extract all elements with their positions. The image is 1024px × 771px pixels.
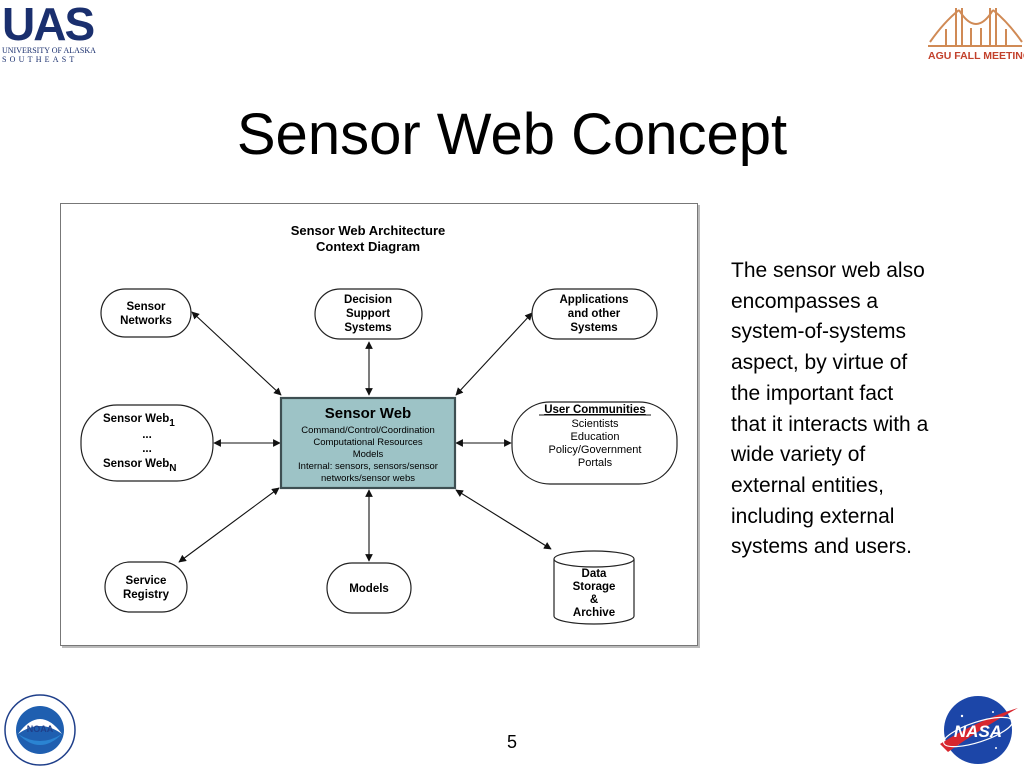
svg-text:and other: and other (568, 308, 621, 320)
side-text-line: aspect, by virtue of (731, 351, 908, 375)
node-applications: Applications and other Systems (531, 288, 658, 340)
noaa-seal-icon: NOAA (4, 694, 76, 766)
side-text-line: The sensor web also (731, 259, 925, 282)
svg-text:Systems: Systems (570, 322, 617, 334)
svg-text:Models: Models (349, 583, 389, 595)
svg-text:Networks: Networks (120, 315, 172, 327)
svg-text:Registry: Registry (123, 589, 170, 601)
diagram-connectors (178, 311, 552, 563)
svg-text:Scientists: Scientists (571, 418, 619, 430)
svg-text:Command/Control/Coordination: Command/Control/Coordination (301, 425, 435, 436)
svg-text:...: ... (142, 429, 152, 441)
uas-logo-line2: SOUTHEAST (2, 55, 78, 64)
svg-text:Systems: Systems (344, 322, 391, 334)
svg-text:Policy/Government: Policy/Government (549, 444, 642, 456)
node-user-communities: User Communities Scientists Education Po… (511, 401, 678, 485)
uas-logo-mark: UAS (2, 0, 95, 50)
page-number: 5 (506, 732, 517, 752)
side-description: The sensor web also encompasses a system… (731, 256, 991, 563)
side-text-line: that it interacts with a (731, 412, 929, 436)
svg-text:Data: Data (582, 568, 608, 580)
svg-text:Support: Support (346, 308, 390, 320)
svg-text:User Communities: User Communities (544, 404, 646, 416)
bridge-icon (928, 8, 1023, 47)
svg-text:&: & (590, 594, 598, 606)
svg-text:Sensor WebN: Sensor WebN (103, 458, 176, 474)
node-sensor-networks: Sensor Networks (100, 288, 192, 338)
svg-text:...: ... (142, 443, 152, 455)
node-sensor-web-list: Sensor Web1 ... ... Sensor WebN (80, 404, 214, 482)
svg-text:Sensor Web1: Sensor Web1 (103, 413, 175, 429)
svg-text:Computational Resources: Computational Resources (313, 437, 423, 448)
svg-text:Sensor Web: Sensor Web (325, 405, 411, 422)
svg-text:Storage: Storage (573, 581, 616, 593)
side-text-line: external entities, (731, 473, 884, 497)
diagram-title-line1: Sensor Web Architecture (291, 223, 446, 238)
agu-logo-text: AGU FALL MEETING (928, 50, 1024, 62)
side-text-line: system-of-systems (731, 320, 907, 344)
agu-logo (926, 2, 1024, 66)
svg-text:networks/sensor webs: networks/sensor webs (321, 473, 415, 484)
side-text-line: including external (731, 504, 895, 528)
svg-text:Applications: Applications (559, 294, 628, 306)
side-text-line: the important fact (731, 381, 894, 405)
side-text-line: encompasses a (731, 289, 879, 313)
side-text-line: wide variety of (731, 443, 866, 467)
node-models: Models (326, 562, 412, 614)
svg-text:Service: Service (126, 575, 167, 587)
diagram-canvas: Sensor Web Architecture Context Diagram … (80, 223, 678, 625)
svg-text:Sensor: Sensor (127, 301, 167, 313)
nasa-logo: NASA (938, 692, 1020, 766)
svg-text:Education: Education (571, 431, 620, 443)
arrow-service-registry (178, 487, 280, 563)
arrow-sensor-networks (191, 311, 282, 396)
svg-text:Decision: Decision (344, 294, 392, 306)
svg-text:Internal: sensors, sensors/sen: Internal: sensors, sensors/sensor (298, 461, 438, 472)
node-decision-support: Decision Support Systems (314, 288, 423, 340)
nasa-meatball-icon: NASA (940, 696, 1018, 764)
side-text-line: systems and users. (731, 535, 912, 559)
diagram-title-line2: Context Diagram (316, 239, 420, 254)
svg-text:NASA: NASA (954, 722, 1002, 741)
arrow-applications (455, 312, 533, 396)
node-service-registry: Service Registry (104, 561, 188, 613)
svg-text:NOAA: NOAA (27, 724, 54, 734)
svg-text:Portals: Portals (578, 457, 613, 469)
svg-text:Models: Models (353, 449, 384, 460)
node-data-storage: Data Storage & Archive (553, 550, 635, 625)
arrow-data-storage (455, 489, 552, 550)
page-title: Sensor Web Concept (236, 102, 788, 167)
svg-text:Archive: Archive (573, 607, 615, 619)
architecture-diagram: Sensor Web Architecture Context Diagram … (60, 203, 698, 646)
noaa-logo: NOAA (4, 694, 76, 766)
uas-logo: UAS UNIVERSITY OF ALASKA SOUTHEAST (0, 0, 96, 66)
uas-logo-line1: UNIVERSITY OF ALASKA (2, 46, 96, 55)
node-sensor-web-center: Sensor Web Command/Control/Coordination … (279, 396, 457, 490)
